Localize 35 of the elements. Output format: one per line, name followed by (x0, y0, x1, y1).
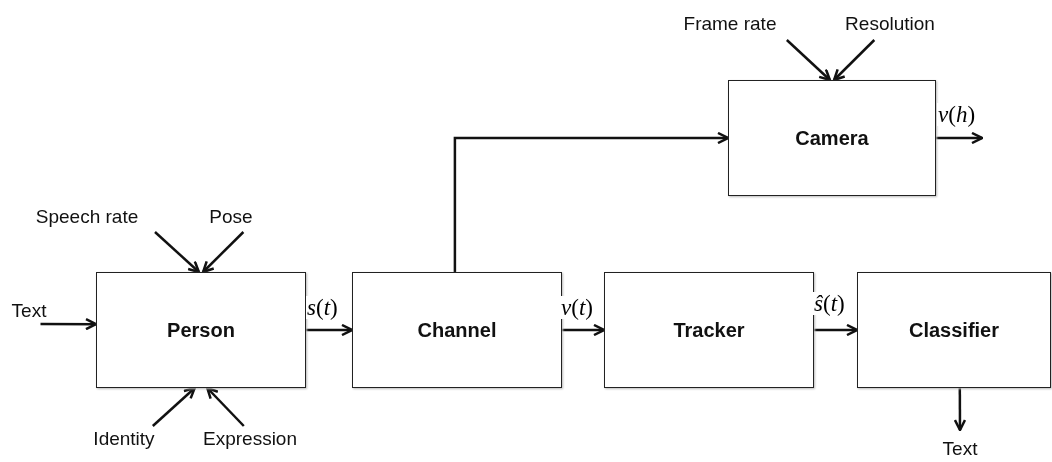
process-box (857, 272, 1051, 388)
arrow (306, 323, 354, 337)
input-label: Identity (93, 428, 155, 450)
box-label: Person (167, 318, 235, 342)
arrow (786, 39, 832, 82)
process-box (96, 272, 306, 388)
process-box (728, 80, 936, 196)
input-label: Text (11, 300, 47, 322)
process-box (352, 272, 562, 388)
arrow (832, 39, 876, 82)
input-label: Resolution (845, 13, 935, 35)
arrow (201, 231, 245, 274)
box-label: Tracker (673, 318, 745, 342)
arrow (40, 317, 98, 331)
arrow (206, 386, 245, 427)
edge-label: v(t) (560, 296, 594, 319)
edge-label: s(t) (306, 296, 339, 319)
process-box (604, 272, 814, 388)
arrow (562, 323, 606, 337)
box-label: Classifier (908, 318, 1000, 342)
box-label: Channel (417, 318, 497, 342)
input-label: Speech rate (35, 206, 139, 228)
arrow (154, 231, 201, 274)
edge-label: ŝ(t) (813, 292, 846, 315)
arrow (936, 131, 984, 145)
input-label: Frame rate (683, 13, 777, 35)
arrow (953, 388, 967, 432)
edge-label: v(h) (937, 103, 977, 126)
arrow (453, 131, 730, 272)
input-label: Expression (203, 428, 297, 450)
input-label: Pose (209, 206, 253, 228)
arrow (151, 386, 196, 427)
arrow (814, 323, 859, 337)
box-label: Camera (795, 126, 869, 150)
input-label: Text (942, 438, 978, 460)
